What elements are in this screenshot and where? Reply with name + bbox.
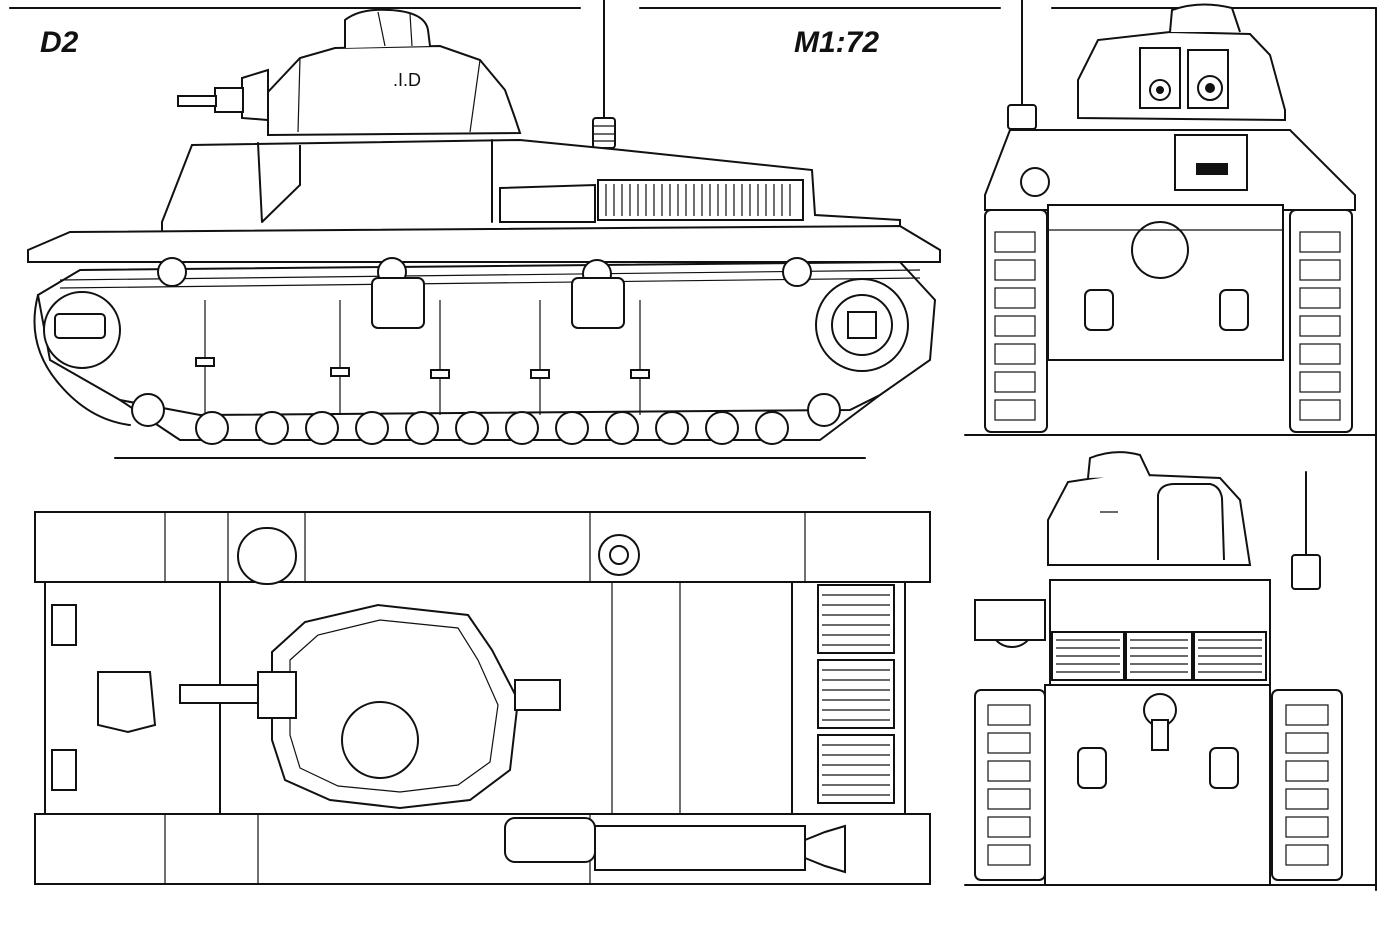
- left-track: [974, 689, 1046, 881]
- top-track-left: [34, 511, 931, 583]
- left-track: [984, 209, 1048, 433]
- commander-cupola: [344, 8, 431, 48]
- svg-text:.I.D: .I.D: [393, 70, 421, 90]
- rear-grilles: [817, 584, 895, 804]
- exhaust-pipe: [504, 817, 596, 863]
- turret-rear-hatch: [1157, 483, 1225, 561]
- hull-front-upper: [984, 129, 1356, 211]
- top-hatch-arch: [237, 527, 297, 585]
- side-view: .I.D: [27, 0, 941, 445]
- turret: [1077, 30, 1286, 122]
- cupola-top: [341, 701, 419, 779]
- track-links-top: [59, 269, 921, 289]
- track-guard: [27, 224, 941, 263]
- tank-designation-label: D2: [40, 26, 79, 59]
- right-track: [1289, 209, 1353, 433]
- right-track: [1271, 689, 1343, 881]
- front-hatch: [97, 671, 157, 734]
- front-view: [984, 0, 1356, 433]
- suspension-units: [195, 277, 650, 415]
- rear-view: [974, 451, 1343, 886]
- main-gun: [177, 95, 217, 107]
- muffler: [594, 825, 806, 871]
- antenna-base: [592, 117, 616, 149]
- grille-slats: [605, 184, 791, 216]
- exhaust-grille: [597, 179, 804, 221]
- rear-track-links: [987, 704, 1329, 866]
- gun-mantlet: [214, 87, 244, 113]
- track-links: [994, 231, 1341, 421]
- scale-label: M1:72: [794, 26, 880, 59]
- road-wheels: [131, 393, 841, 445]
- commander-cupola: [1169, 3, 1241, 33]
- rear-grille-slats: [1056, 639, 1262, 673]
- turret: [267, 44, 522, 137]
- top-view: [34, 511, 931, 885]
- exhaust-box: [499, 183, 596, 223]
